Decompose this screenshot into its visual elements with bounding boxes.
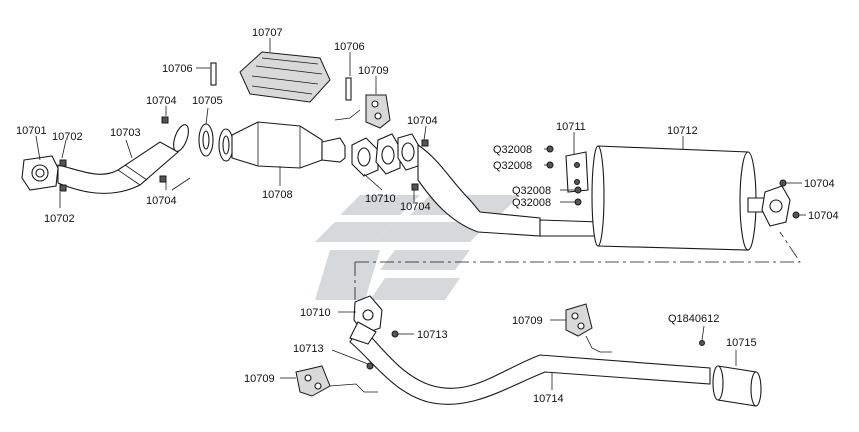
bracket-10711 [565,151,589,193]
label-q32008-c: Q32008 [512,185,551,197]
bolt-10704-f [792,211,800,219]
bolt-10713-a [391,330,399,338]
label-10704-a: 10704 [146,95,177,107]
nut-10702-lower [59,184,67,192]
label-10710-bottom: 10710 [300,307,331,319]
logo-watermark [315,195,520,300]
gasket-10705 [198,123,234,162]
label-10714: 10714 [533,393,564,405]
label-10709-top: 10709 [358,65,389,77]
stud-10706-left [210,62,217,86]
bolt-10704-a [161,116,169,124]
front-pipe-10703 [57,124,189,194]
label-10713-left: 10713 [293,343,324,355]
label-10704-b: 10704 [146,195,177,207]
nut-10702-upper [59,159,67,167]
label-q32008-a: Q32008 [493,144,532,156]
label-q32008-d: Q32008 [512,197,551,209]
label-10704-d: 10704 [400,201,431,213]
stud-10706-right [345,77,352,101]
intermediate-pipe [417,143,601,237]
nut-q32008-d [574,198,582,206]
bolt-10704-d [411,183,419,191]
hanger-10709-lower-right [565,303,612,353]
heat-shield-10707 [239,51,331,103]
bolt-10704-b [159,175,167,183]
part-labels: 10701 10702 10702 10703 10704 10704 1070… [16,27,839,405]
label-10712: 10712 [667,125,698,137]
label-10703: 10703 [110,127,141,139]
label-10710-top: 10710 [365,193,396,205]
label-10708: 10708 [262,189,293,201]
label-10704-f: 10704 [808,210,839,222]
label-10715: 10715 [726,337,757,349]
catalytic-converter-10708 [231,121,346,169]
label-10702-bottom: 10702 [44,213,75,225]
label-10701: 10701 [16,125,47,137]
label-10704-c: 10704 [407,115,438,127]
tail-tip-10715 [712,365,762,407]
label-10706-right: 10706 [334,41,365,53]
hanger-10709-top [334,94,391,129]
tail-pipe-10714 [349,321,711,405]
muffler-flange [761,185,791,227]
label-q1840612: Q1840612 [668,313,719,325]
bolt-10713-b [366,362,374,370]
label-10705: 10705 [192,95,223,107]
clamp-q1840612 [699,340,705,346]
flange-10710-top [351,133,421,177]
leader-lines [35,38,806,390]
assembly-boundary-line [354,231,801,300]
label-10706-left: 10706 [162,63,193,75]
label-10707: 10707 [252,27,283,39]
hanger-10709-lower-left [295,365,378,397]
label-10711: 10711 [556,121,586,133]
label-10709-left: 10709 [244,373,275,385]
bolt-10704-c [421,139,429,147]
front-flange-10701 [21,155,59,191]
label-10713-right: 10713 [417,329,448,341]
nut-q32008-c [574,186,582,194]
label-10704-e: 10704 [804,178,835,190]
label-q32008-b: Q32008 [493,160,532,172]
bolt-10704-e [779,179,787,187]
muffler-10712 [591,145,771,251]
label-10702-top: 10702 [52,131,83,143]
label-10709-right: 10709 [512,315,543,327]
